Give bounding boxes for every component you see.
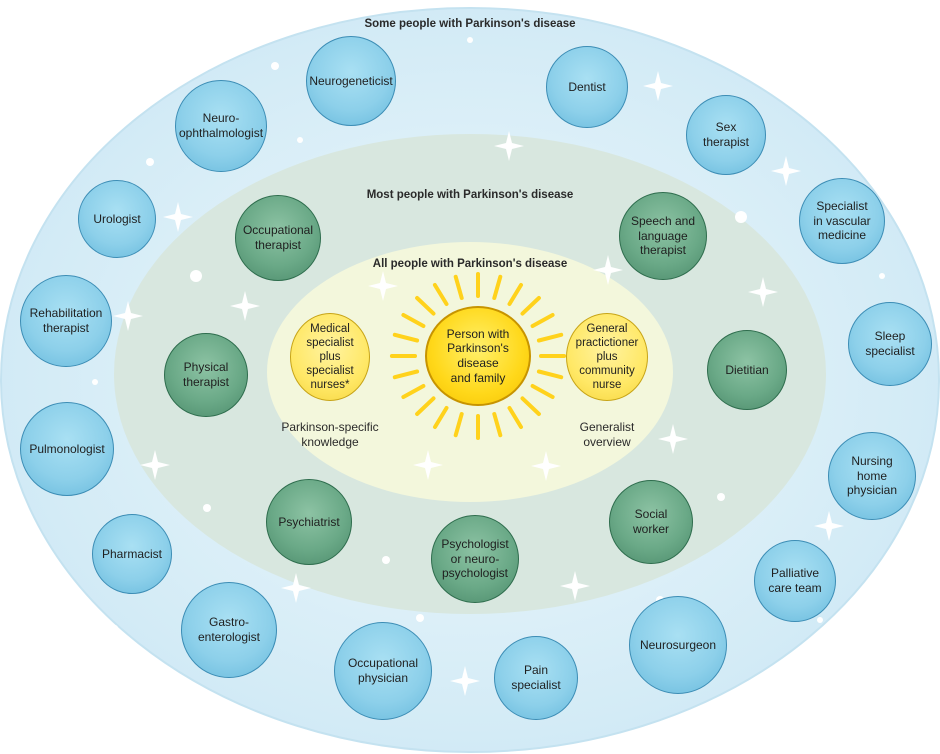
node-sleep-specialist[interactable]: Sleep specialist bbox=[848, 302, 932, 386]
node-neuro-ophthalmologist[interactable]: Neuro- ophthalmologist bbox=[175, 80, 267, 172]
sun-ray bbox=[432, 283, 449, 306]
node-pain-specialist[interactable]: Pain specialist bbox=[494, 636, 578, 720]
node-gastroenterologist[interactable]: Gastro- enterologist bbox=[181, 582, 277, 678]
node-urologist[interactable]: Urologist bbox=[78, 180, 156, 258]
sun-ray bbox=[453, 412, 464, 438]
caption-parkinson-specific-knowledge: Parkinson-specific knowledge bbox=[281, 420, 379, 449]
node-person-with-parkinsons[interactable]: Person with Parkinson's disease and fami… bbox=[425, 306, 531, 406]
node-medical-specialist[interactable]: Medical specialist plus specialist nurse… bbox=[290, 313, 370, 401]
sun-ray bbox=[530, 384, 555, 399]
node-sex-therapist[interactable]: Sex therapist bbox=[686, 95, 766, 175]
sun-ray bbox=[492, 274, 503, 300]
node-occupational-physician[interactable]: Occupational physician bbox=[334, 622, 432, 720]
sun-ray bbox=[401, 384, 426, 399]
node-occupational-therapist[interactable]: Occupational therapist bbox=[235, 195, 321, 281]
node-neurosurgeon[interactable]: Neurosurgeon bbox=[629, 596, 727, 694]
sun-ray bbox=[520, 396, 541, 416]
sun-ray bbox=[433, 406, 449, 429]
node-psychiatrist[interactable]: Psychiatrist bbox=[266, 479, 352, 565]
node-pulmonologist[interactable]: Pulmonologist bbox=[20, 402, 114, 496]
node-rehabilitation-therapist[interactable]: Rehabilitation therapist bbox=[20, 275, 112, 367]
sun-ray bbox=[507, 406, 523, 429]
node-general-practitioner[interactable]: General practictioner plus community nur… bbox=[566, 313, 648, 401]
sun-ray bbox=[415, 396, 436, 416]
node-speech-language-therapist[interactable]: Speech and language therapist bbox=[619, 192, 707, 280]
node-social-worker[interactable]: Social worker bbox=[609, 480, 693, 564]
node-neurogeneticist[interactable]: Neurogeneticist bbox=[306, 36, 396, 126]
sun-ray bbox=[415, 296, 436, 316]
sun-ray bbox=[520, 296, 541, 316]
node-dietitian[interactable]: Dietitian bbox=[707, 330, 787, 410]
outer-ring-label: Some people with Parkinson's disease bbox=[364, 18, 576, 30]
sparkles bbox=[92, 37, 885, 696]
sun-ray bbox=[507, 283, 523, 306]
node-dentist[interactable]: Dentist bbox=[546, 46, 628, 128]
sun-rays bbox=[389, 272, 567, 440]
node-palliative-care-team[interactable]: Palliative care team bbox=[754, 540, 836, 622]
node-physical-therapist[interactable]: Physical therapist bbox=[164, 333, 248, 417]
node-specialist-vascular-medicine[interactable]: Specialist in vascular medicine bbox=[799, 178, 885, 264]
inner-ring-label: All people with Parkinson's disease bbox=[372, 258, 568, 270]
middle-ring-label: Most people with Parkinson's disease bbox=[366, 189, 574, 201]
sun-ray bbox=[492, 412, 503, 438]
sun-ray bbox=[530, 313, 555, 328]
sun-ray bbox=[401, 313, 426, 328]
sun-ray bbox=[536, 369, 564, 380]
node-nursing-home-physician[interactable]: Nursing home physician bbox=[828, 432, 916, 520]
node-psychologist[interactable]: Psychologist or neuro- psychologist bbox=[431, 515, 519, 603]
sun-ray bbox=[392, 369, 420, 380]
node-pharmacist[interactable]: Pharmacist bbox=[92, 514, 172, 594]
caption-generalist-overview: Generalist overview bbox=[579, 420, 635, 449]
sun-ray bbox=[392, 332, 420, 343]
sun-ray bbox=[536, 332, 564, 343]
sun-ray bbox=[453, 274, 464, 300]
